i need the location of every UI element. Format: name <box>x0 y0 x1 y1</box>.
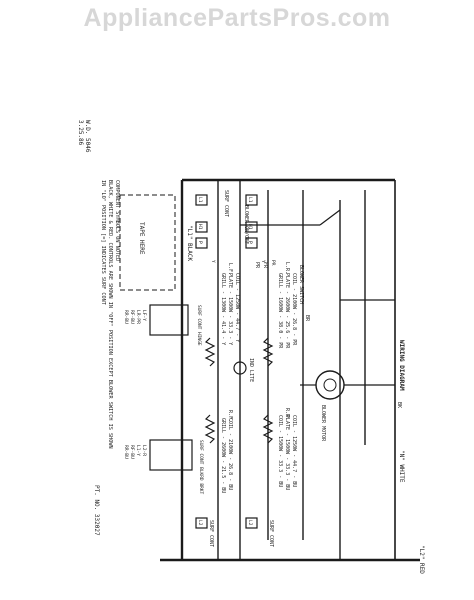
wire-fr-label: FR <box>262 262 268 269</box>
tape-here-box <box>119 194 176 291</box>
rf-header: R.F. <box>227 410 233 422</box>
tape-here-label: TAPE HERE <box>138 222 145 255</box>
neutral-white-label: "N" WHITE <box>398 450 405 483</box>
lr-line-1: GRILL - 1600W - 38.0 - PR <box>277 273 283 349</box>
rr-header: R.R. <box>284 408 290 420</box>
sym-y-a: Y <box>210 260 216 263</box>
note-line-1: COMPONENT SYMBOLS ON NOTED <box>114 180 120 261</box>
lf-line-2: PLATE - 1500W - 33.3 - Y <box>227 273 233 345</box>
surf-cont-hinge-box <box>149 304 189 336</box>
rr-line-3: COIL - 1250W - 44.7 - BU <box>291 415 297 487</box>
wire-br-label: BR <box>304 315 310 322</box>
p-terminal <box>195 237 208 249</box>
note-line-2: BLACK, WHITE & RED. CONTROLS ARE SHOWN I… <box>107 180 113 449</box>
blower-switch-2-label: BLOWER SWITCH <box>298 265 304 304</box>
l1-terminal-2 <box>245 194 258 206</box>
wire-pr-label: PR <box>254 262 260 269</box>
l1-black-label: "L1" BLACK <box>186 225 193 262</box>
blower-wire-2 <box>319 209 341 226</box>
rf-line-2: COIL - 2100W - 26.8 - BU <box>227 418 233 490</box>
sym-y-b: Y <box>260 260 266 263</box>
wd-number: W.D. 5046 <box>84 120 91 153</box>
rr-line-2: PLATE - 1500W - 33.3 - BU <box>284 415 290 490</box>
l2-terminal-1 <box>195 517 208 529</box>
terminal-labels-2: L2-R L1-Y RF-BU RR-BU <box>123 445 147 459</box>
blower-motor-label: BLOWER MOTOR <box>320 405 326 442</box>
term2-label-1: L1-Y <box>135 445 141 456</box>
watermark: AppliancePartsPros.com <box>83 4 391 32</box>
note-line-3: IN "LO" POSITION [=] INDICATES SURF CONT <box>100 180 106 305</box>
part-number: PT. NO. 332027 <box>93 485 100 536</box>
lf-header: L.F. <box>227 263 233 275</box>
term2-label-2: RF-BU <box>129 445 135 459</box>
surf-cont-label-1: SURF CONT <box>223 190 229 217</box>
rr-element-resistor <box>262 414 274 444</box>
blower-switch-label: BLOWER ON/OFF <box>243 205 249 244</box>
rr-element-block: R.R. COIL - 1500W - 33.3 - BU PLATE - 15… <box>277 408 297 490</box>
lf-line-3: COIL - 1250W - 44.7 - Y <box>234 273 240 342</box>
surf-cont-label-3: SURF CONT <box>208 520 214 547</box>
lr-header: L.R. <box>284 262 290 274</box>
ind-lite-label: IND LITE <box>248 358 254 382</box>
lf-line-1: GRILL - 1300W - 41.4 - Y <box>220 273 226 345</box>
term1-label-2: RF-BU <box>129 310 135 324</box>
term2-label-3: RR-BU <box>123 445 129 459</box>
sym-l1-b: L1 <box>247 197 253 203</box>
sym-l1-a: L1 <box>197 197 203 203</box>
lr-line-3: COIL - 2100W - 26.8 - PR <box>291 273 297 346</box>
term1-label-1: LR-PR <box>135 310 141 324</box>
rr-line-1: COIL - 1500W - 33.3 - BU <box>277 415 283 487</box>
surf-cont-blk-box <box>149 439 193 471</box>
surf-cont-label-2: SURF CONT <box>268 520 274 547</box>
indicator-lite <box>233 361 247 375</box>
h1-terminal <box>195 221 208 233</box>
sym-h1-b: H1 <box>247 224 253 230</box>
diagram-title: WIRING DIAGRAM <box>398 340 405 391</box>
lr-element-resistor <box>262 337 274 367</box>
lr-line-2: PLATE - 2600W - 25.6 - PR <box>284 273 290 349</box>
wire-bk-label: BK <box>396 402 402 408</box>
lf-element-block: L.F. GRILL - 1300W - 41.4 - Y PLATE - 15… <box>220 263 240 345</box>
sym-p-b: P <box>247 241 253 244</box>
term2-label-0: L2-R <box>141 445 147 456</box>
sym-l2-b: L2 <box>247 520 253 526</box>
lf-element-resistor <box>204 337 216 367</box>
h1-terminal-2 <box>245 221 258 233</box>
l1-terminal <box>195 194 208 206</box>
l2-terminal-2 <box>245 517 258 529</box>
sym-pr: PR <box>270 260 276 266</box>
rf-line-1: GRILL - 2600W - 21.5 - BU <box>220 418 226 493</box>
wd-date: 3.25.86 <box>77 120 84 146</box>
p-terminal-2 <box>245 237 258 249</box>
switch-symbols: L1 H1 P L1 H1 P Y Y L2 L2 PR <box>197 197 276 526</box>
surf-cont-hinge-label: SURF CONT HINGE <box>196 305 202 346</box>
blower-motor-inner <box>323 378 337 392</box>
sym-h1-a: H1 <box>197 224 203 230</box>
surf-cont-bkmt-label: SURF CONT BLKRD BRKT <box>198 440 204 494</box>
rf-element-resistor <box>204 414 216 444</box>
notes-block: COMPONENT SYMBOLS ON NOTED BLACK, WHITE … <box>100 180 120 449</box>
terminal-labels-1: LF-Y LR-PR RF-BU RR-BU <box>123 310 147 324</box>
sym-p-a: P <box>197 241 203 244</box>
sym-l2-a: L2 <box>197 520 203 526</box>
rf-element-block: R.F. GRILL - 2600W - 21.5 - BU COIL - 21… <box>220 410 233 493</box>
l2-red-label: "L2" RED <box>418 545 425 574</box>
lr-element-block: L.R. GRILL - 1600W - 38.0 - PR PLATE - 2… <box>277 262 297 349</box>
term1-label-3: RR-BU <box>123 310 129 324</box>
term1-label-0: LF-Y <box>141 310 147 321</box>
